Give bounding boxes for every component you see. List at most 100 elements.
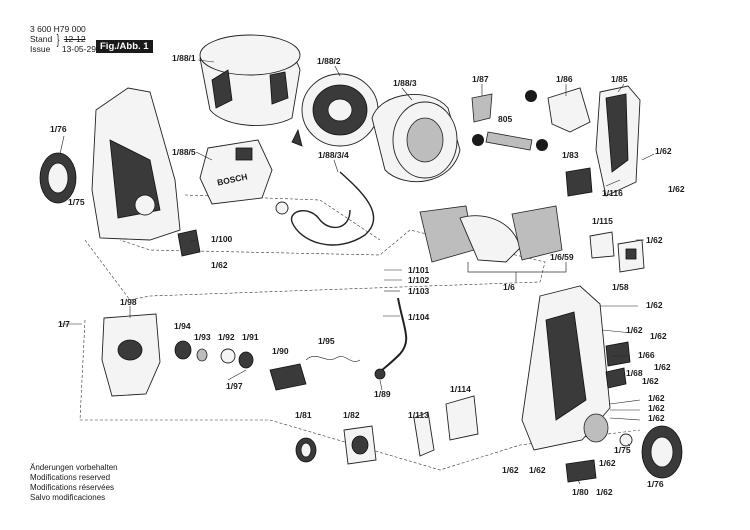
part-1-82 <box>343 425 377 465</box>
callout-1-80: 1/80 <box>572 487 589 497</box>
callout-1-76-right: 1/76 <box>647 479 664 489</box>
stand-row: Stand } 12-12 <box>30 31 86 47</box>
callout-1-6-59: 1/6/59 <box>550 252 574 262</box>
part-wheel-right <box>641 425 683 479</box>
part-lance <box>374 297 408 380</box>
callout-1-101: 1/101 <box>408 265 430 275</box>
callout-1-58: 1/58 <box>612 282 629 292</box>
part-motor-housing <box>371 94 461 183</box>
leader-lines <box>59 59 655 485</box>
callout-1-83: 1/83 <box>562 150 579 160</box>
callout-1-7: 1/7 <box>58 319 70 329</box>
assembly-outline <box>84 229 546 301</box>
part-1-75-right <box>619 433 633 447</box>
callout-1-88-3: 1/88/3 <box>393 78 417 88</box>
part-shroud <box>199 34 301 127</box>
footer-notice: Änderungen vorbehalten Modifications res… <box>30 463 118 503</box>
callout-1-88-5: 1/88/5 <box>172 147 196 157</box>
part-plate-1-115 <box>589 231 615 259</box>
svg-text:B: B <box>539 141 545 150</box>
callout-1-91: 1/91 <box>242 332 259 342</box>
callout-1-92: 1/92 <box>218 332 235 342</box>
callout-1-97: 1/97 <box>226 381 243 391</box>
callout-1-88-1: 1/88/1 <box>172 53 196 63</box>
callout-1-62-m: 1/62 <box>599 458 616 468</box>
callout-1-116: 1/116 <box>602 188 623 198</box>
footer-line: Salvo modificaciones <box>30 493 106 502</box>
part-1-81 <box>295 437 317 463</box>
callout-1-62-f: 1/62 <box>626 325 643 335</box>
part-front-cover <box>101 313 161 397</box>
callout-1-87: 1/87 <box>472 74 489 84</box>
main-group-outline <box>79 319 641 471</box>
callout-1-82: 1/82 <box>343 410 360 420</box>
part-1-93 <box>196 348 208 362</box>
callout-1-94: 1/94 <box>174 321 191 331</box>
callout-1-66: 1/66 <box>638 350 655 360</box>
part-right-frame <box>521 285 611 451</box>
callout-1-62-i: 1/62 <box>642 376 659 386</box>
callout-1-86: 1/86 <box>556 74 573 84</box>
callout-1-114: 1/114 <box>450 384 471 394</box>
callout-1-75-right: 1/75 <box>614 445 631 455</box>
part-bracket-1-83 <box>565 167 593 197</box>
callout-1-62-o: 1/62 <box>529 465 546 475</box>
document-number: 3 600 H79 000 <box>30 24 86 34</box>
part-1-66 <box>605 341 631 367</box>
callout-1-95: 1/95 <box>318 336 335 346</box>
part-pump-assembly <box>419 205 567 282</box>
callout-1-115: 1/115 <box>592 216 613 226</box>
callout-1-88-2: 1/88/2 <box>317 56 341 66</box>
callout-1-76-left: 1/76 <box>50 124 67 134</box>
part-hose <box>275 171 375 246</box>
document-header: 3 600 H79 000 Stand } 12-12 Issue } 13-0… <box>30 24 96 54</box>
callout-1-81: 1/81 <box>295 410 312 420</box>
callout-labels: 1/88/1 1/88/2 1/88/3 1/87 1/86 1/85 805 … <box>50 53 685 497</box>
issue-row: Issue } 13-05-29 <box>30 44 96 54</box>
callout-1-62-p: 1/62 <box>596 487 613 497</box>
callout-1-62-j: 1/62 <box>648 393 665 403</box>
marker-b: B <box>536 139 548 151</box>
callout-1-75-left: 1/75 <box>68 197 85 207</box>
part-1-58 <box>617 239 645 273</box>
part-cover: BOSCH <box>199 139 273 205</box>
part-switch-1-90 <box>269 363 307 391</box>
callout-1-62-n: 1/62 <box>502 465 519 475</box>
issue-label: Issue <box>30 44 51 54</box>
part-1-100 <box>177 229 201 257</box>
callout-1-93: 1/93 <box>194 332 211 342</box>
part-1-92 <box>220 348 236 364</box>
callout-1-62-e: 1/62 <box>646 300 663 310</box>
part-nozzle-holder <box>547 87 591 133</box>
svg-text:A: A <box>475 136 481 145</box>
part-clip <box>471 93 493 123</box>
callout-1-62-b: 1/62 <box>668 184 685 194</box>
callout-1-90: 1/90 <box>272 346 289 356</box>
callout-1-62-h: 1/62 <box>654 362 671 372</box>
part-1-113 <box>413 411 435 457</box>
callout-1-88-3-4: 1/88/3/4 <box>318 150 349 160</box>
callout-1-102: 1/102 <box>408 275 430 285</box>
figure-label: Fig./Abb. 1 <box>96 40 153 53</box>
footer-line: Modifications réservées <box>30 483 115 492</box>
callout-1-62-k: 1/62 <box>648 403 665 413</box>
callout-1-103: 1/103 <box>408 286 430 296</box>
callout-1-98: 1/98 <box>120 297 137 307</box>
callout-1-6: 1/6 <box>503 282 515 292</box>
callout-1-89: 1/89 <box>374 389 391 399</box>
old-date: 12-12 <box>63 34 86 44</box>
callout-1-85: 1/85 <box>611 74 628 84</box>
callout-1-100: 1/100 <box>211 234 233 244</box>
part-cable-1-95 <box>305 356 361 362</box>
part-1-68 <box>605 367 627 389</box>
part-wheel-left <box>39 152 77 204</box>
callout-1-104: 1/104 <box>408 312 430 322</box>
callout-1-62-c: 1/62 <box>646 235 663 245</box>
footer-line: Änderungen vorbehalten <box>30 463 118 472</box>
part-fan <box>291 73 379 147</box>
footer-line: Modifications reserved <box>30 473 111 482</box>
callout-1-62-g: 1/62 <box>650 331 667 341</box>
callout-1-113: 1/113 <box>408 410 429 420</box>
callout-1-62-l: 1/62 <box>648 413 665 423</box>
